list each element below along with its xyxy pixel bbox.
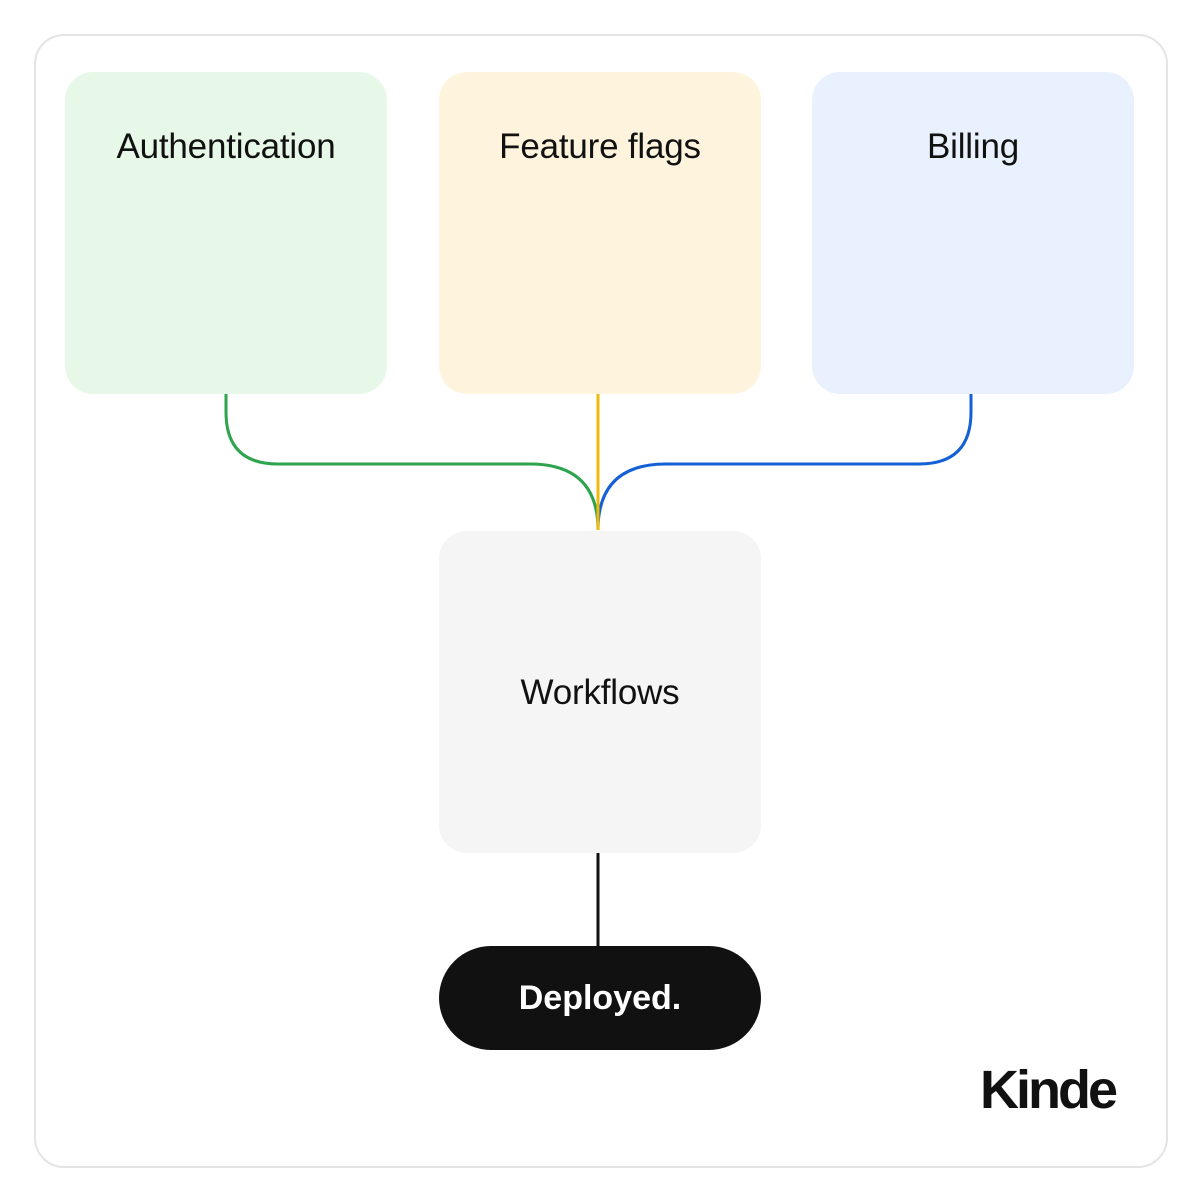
deployed-label: Deployed. (518, 978, 682, 1017)
authentication-label: Authentication (116, 127, 336, 166)
authentication-card: Authentication (65, 72, 387, 394)
billing-card: Billing (812, 72, 1134, 394)
billing-label: Billing (927, 127, 1019, 166)
feature-flags-label: Feature flags (499, 127, 701, 166)
workflows-card: Workflows (439, 531, 761, 853)
workflows-label: Workflows (520, 673, 680, 712)
feature-flags-card: Feature flags (439, 72, 761, 394)
kinde-logo: Kinde (980, 1060, 1118, 1120)
deployed-pill: Deployed. (439, 946, 761, 1050)
